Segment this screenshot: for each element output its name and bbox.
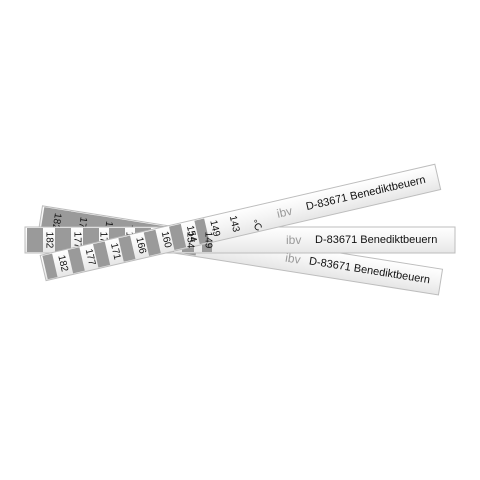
brand-label: ibv — [284, 251, 301, 267]
temperature-mark: 154 — [184, 224, 199, 243]
temperature-mark: 177 — [83, 248, 98, 267]
temperature-mark: 149 — [203, 232, 214, 249]
scale-band — [55, 228, 71, 252]
scale-band — [118, 235, 136, 262]
scale-band — [194, 218, 210, 245]
scale-band — [169, 223, 187, 250]
temperature-mark: 182 — [44, 232, 55, 249]
temperature-mark: 171 — [98, 232, 109, 249]
temperature-mark: 160 — [159, 230, 174, 249]
temperature-mark: 149 — [207, 219, 222, 238]
scale-band — [143, 229, 161, 256]
converging-marks: 154 149 — [185, 232, 214, 249]
scale-band — [27, 228, 43, 252]
temperature-mark: 171 — [108, 242, 123, 261]
temperature-scale: 182 177 171 166 160 154 149 143 — [42, 215, 242, 280]
scale-band — [67, 247, 85, 274]
strip-body — [39, 163, 442, 282]
address-label: D-83671 Benediktbeuern — [315, 234, 437, 246]
temperature-mark: 177 — [72, 232, 83, 249]
scale-band — [42, 253, 58, 280]
brand-label: ibv — [275, 204, 293, 221]
scale-band — [93, 241, 111, 268]
temperature-mark: 143 — [227, 215, 242, 234]
brand-label: ibv — [286, 233, 301, 247]
temperature-mark: 182 — [49, 212, 63, 231]
temperature-mark: 154 — [185, 232, 196, 249]
temperature-mark: 166 — [133, 236, 148, 255]
temperature-mark: 182 — [55, 254, 70, 273]
